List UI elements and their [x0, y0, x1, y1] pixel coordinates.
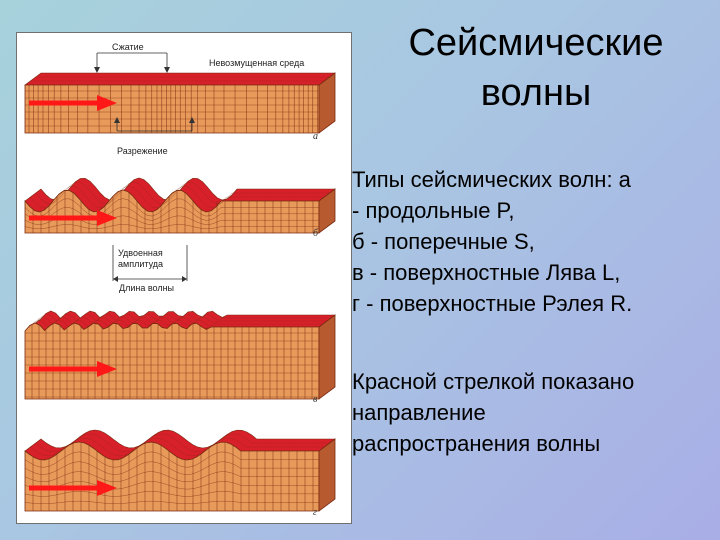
block-s-wave: [24, 177, 336, 234]
wave-types-text: Типы сейсмических волн: а - продольные P…: [352, 164, 720, 319]
panel-letter-a: а: [313, 131, 318, 142]
direction-arrow-shaft: [29, 485, 99, 491]
slide-title: Сейсмические волны: [352, 18, 720, 118]
compression-annotation: Сжатие: [94, 42, 170, 73]
seismic-waves-figure: Сжатие Невозмущенная среда Разрежение Уд…: [16, 32, 352, 524]
direction-arrow-head: [97, 480, 117, 496]
label-wavelength: Длина волны: [119, 283, 174, 293]
grid-line: [24, 206, 319, 221]
panel-letter-g: г: [313, 507, 317, 518]
grid-line: [35, 181, 330, 205]
wave-blocks: [24, 72, 336, 512]
direction-arrow-head: [97, 361, 117, 377]
grid-line: [28, 319, 323, 329]
wave-types-line-3: б - поперечные S,: [352, 229, 535, 254]
direction-arrow-shaft: [29, 215, 99, 221]
rarefaction-annotation: Разрежение: [114, 117, 195, 156]
grid-line: [36, 313, 331, 323]
label-double-amplitude-2: амплитуда: [118, 259, 163, 269]
block-love-wave: [24, 310, 336, 400]
direction-arrow-shaft: [29, 100, 99, 106]
grid-line: [24, 481, 319, 490]
grid-line: [32, 316, 327, 326]
amplitude-annotation: Удвоенная амплитуда Длина волны: [112, 245, 188, 293]
wave-types-line-5: г - поверхностные Рэлея R.: [352, 291, 633, 316]
panel-letter-b: б: [313, 228, 319, 239]
direction-arrow-head: [97, 210, 117, 226]
grid-line: [24, 461, 319, 475]
slide-title-line-2: волны: [480, 72, 592, 114]
grid-line: [30, 185, 325, 209]
grid-line: [24, 451, 319, 468]
grid-line: [24, 471, 319, 483]
grid-line: [24, 224, 319, 230]
grid-line: [30, 437, 325, 457]
label-compression: Сжатие: [112, 42, 144, 52]
grid-line: [24, 500, 319, 504]
arrow-note-line-2: направление: [352, 400, 486, 425]
grid-line: [24, 491, 319, 497]
wave-types-line-4: в - поверхностные Лява L,: [352, 260, 621, 285]
direction-arrows: [29, 95, 117, 496]
grid-line: [35, 433, 330, 453]
slide-title-line-1: Сейсмические: [408, 22, 664, 64]
label-undisturbed-medium: Невозмущенная среда: [209, 58, 304, 68]
panel-letter-v: в: [313, 394, 318, 405]
wave-types-line-1: Типы сейсмических волн: а: [352, 167, 631, 192]
direction-arrow-shaft: [29, 366, 99, 372]
direction-arrow-head: [97, 95, 117, 111]
block-side-face: [318, 314, 336, 400]
arrow-note-line-3: распространения волны: [352, 431, 601, 456]
block-rayleigh-wave: [24, 429, 336, 512]
label-rarefaction: Разрежение: [117, 146, 168, 156]
block-side-face: [318, 438, 336, 512]
grid-line: [24, 198, 319, 217]
block-top-face: [24, 72, 336, 86]
arrow-note-text: Красной стрелкой показано направление ра…: [352, 366, 720, 459]
label-double-amplitude-1: Удвоенная: [118, 248, 163, 258]
wave-types-line-2: - продольные P,: [352, 198, 515, 223]
seismic-waves-illustration: Сжатие Невозмущенная среда Разрежение Уд…: [24, 42, 336, 518]
arrow-note-line-1: Красной стрелкой показано: [352, 369, 635, 394]
